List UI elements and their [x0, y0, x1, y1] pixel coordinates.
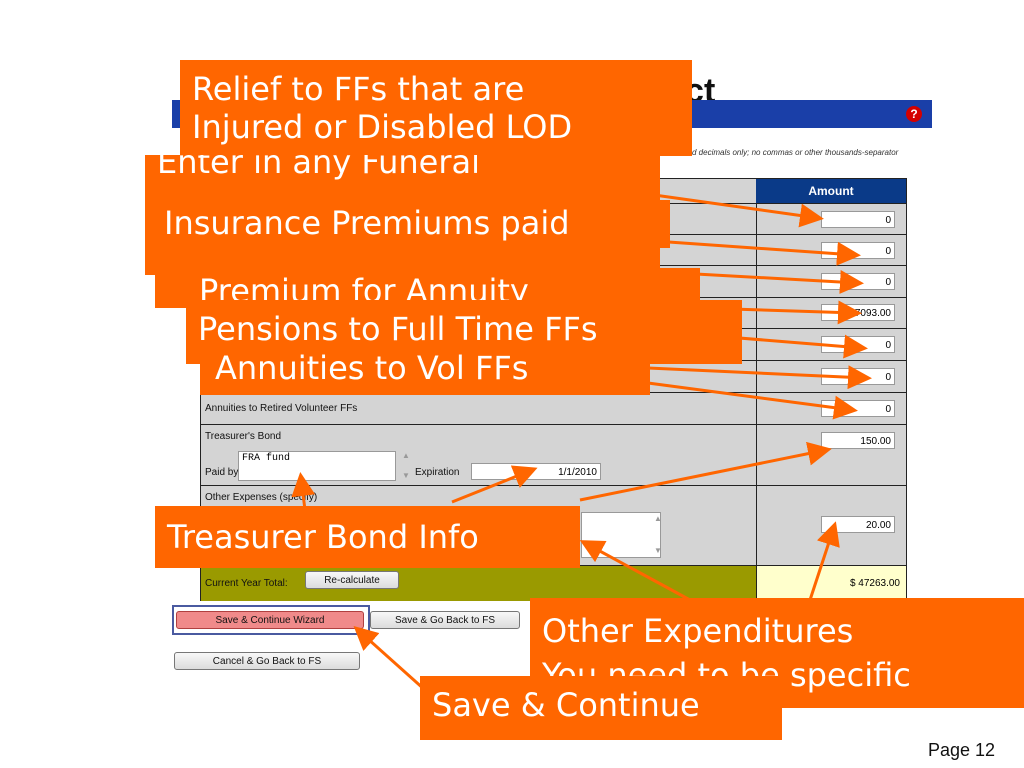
expiration-label: Expiration — [415, 467, 460, 478]
scroll-up-icon[interactable]: ▲ — [654, 514, 662, 523]
other-expenses-label: Other Expenses (specify) — [205, 492, 318, 503]
arrow-save — [353, 625, 427, 692]
callout-other-expenditures: Other Expenditures You need to be specif… — [530, 598, 1024, 708]
arrow-paid-by — [291, 472, 316, 511]
row-label: Annuities to Retired Volunteer FFs — [205, 403, 358, 414]
callout-line: Injured or Disabled LOD — [192, 108, 573, 146]
input-format-note: d decimals only; no commas or other thou… — [692, 148, 899, 157]
paid-by-label: Paid by: — [205, 467, 242, 478]
callout-insurance: Insurance Premiums paid — [152, 200, 670, 248]
save-continue-highlight — [172, 605, 370, 635]
other-expenses-row: Other Expenses (specify) ▲ ▼ 20.00 — [201, 485, 906, 566]
paid-by-field[interactable]: FRA fund — [238, 451, 396, 481]
callout-save-continue: Save & Continue — [420, 676, 782, 740]
callout-line: Pensions to Full Time FFs — [198, 310, 598, 348]
callout-line: Other Expenditures — [542, 612, 854, 650]
total-row: Current Year Total: Re-calculate — [201, 565, 756, 601]
arrow-insurance — [639, 238, 861, 266]
callout-line: Relief to FFs that are — [192, 70, 525, 108]
arrow-other-amount — [808, 521, 840, 601]
total-amount: $ 47263.00 — [756, 565, 906, 600]
callout-treasurer-info: Treasurer Bond Info — [155, 506, 580, 568]
callout-annuities-vol: Annuities to Vol FFs — [200, 343, 650, 395]
save-continue-button[interactable]: Save & Continue Wizard — [176, 611, 364, 629]
arrow-vol-1 — [647, 365, 872, 390]
scroll-up-icon[interactable]: ▲ — [402, 451, 410, 460]
total-label: Current Year Total: — [205, 578, 288, 589]
amount-input[interactable]: 150.00 — [821, 432, 895, 449]
callout-line: Enter in any Funeral — [157, 155, 480, 181]
arrow-bond-amount — [579, 441, 832, 502]
arrow-funeral — [639, 191, 824, 228]
help-icon[interactable]: ? — [906, 106, 922, 122]
recalculate-button[interactable]: Re-calculate — [305, 571, 399, 589]
arrow-expiration — [451, 465, 538, 504]
scroll-down-icon[interactable]: ▼ — [402, 471, 410, 480]
arrow-other-field — [579, 540, 691, 602]
page-number: Page 12 — [928, 740, 996, 760]
cancel-back-button[interactable]: Cancel & Go Back to FS — [174, 652, 360, 670]
scroll-down-icon[interactable]: ▼ — [654, 546, 662, 555]
treasurer-bond-label: Treasurer's Bond — [205, 431, 282, 442]
save-back-button[interactable]: Save & Go Back to FS — [370, 611, 520, 629]
arrow-vol-2 — [647, 381, 858, 420]
callout-relief: Relief to FFs that are Injured or Disabl… — [180, 60, 692, 156]
amount-column-header: Amount — [756, 179, 906, 203]
